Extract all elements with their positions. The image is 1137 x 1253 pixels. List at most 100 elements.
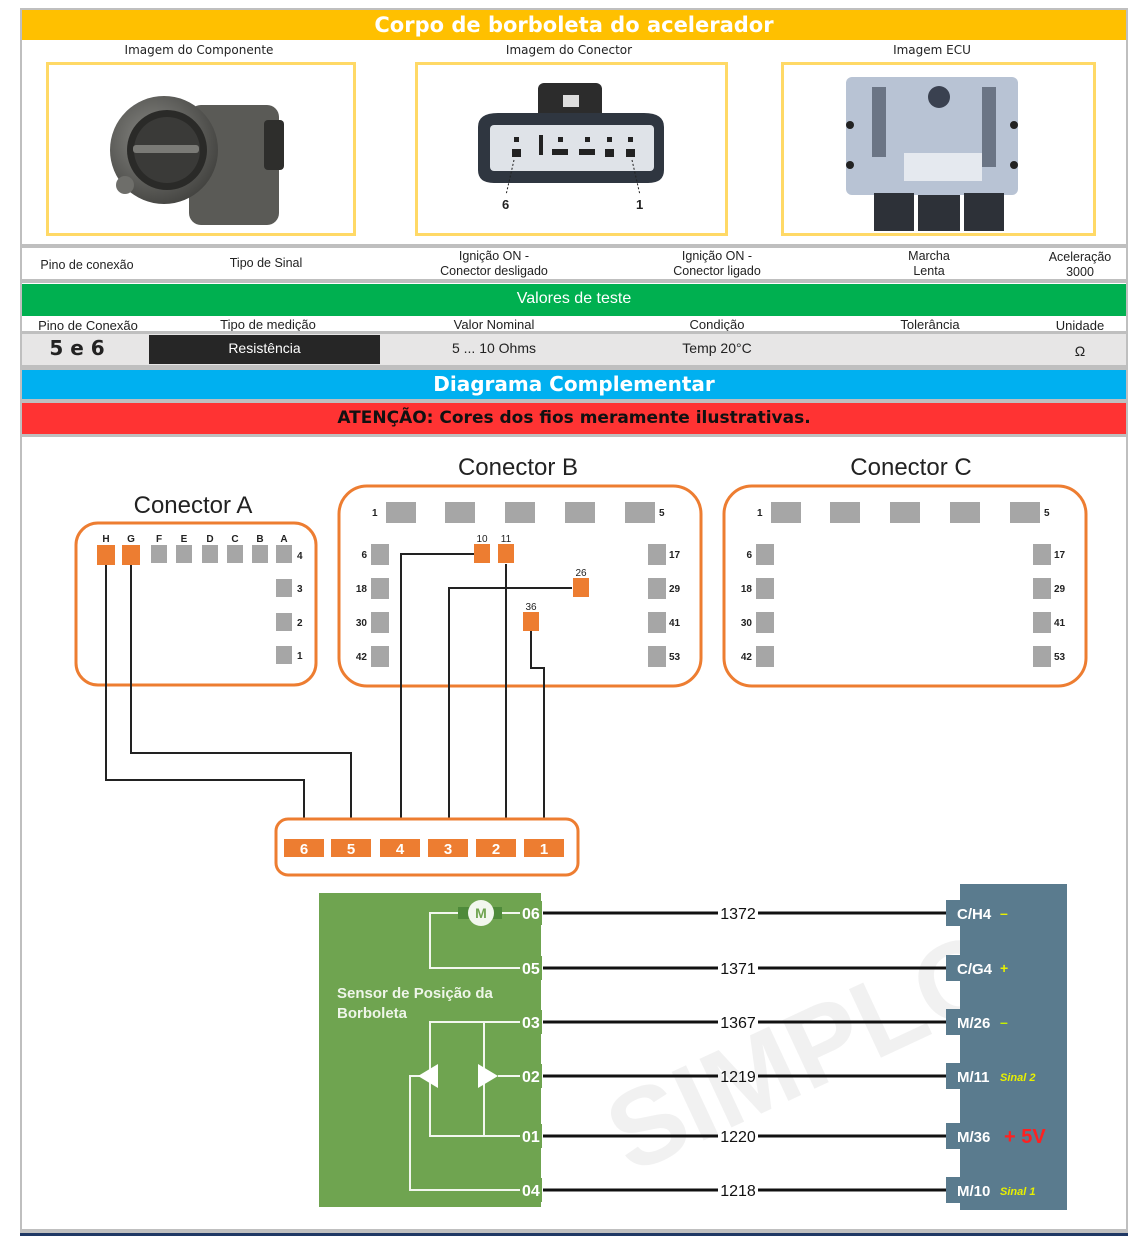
svg-text:SIMPLO: SIMPLO — [589, 907, 1023, 1197]
component-pin-label-6: 6 — [300, 841, 308, 858]
wire-G-to-5 — [130, 565, 352, 838]
connector-c-pin-17 — [1033, 544, 1051, 565]
ecu-pin-note: Sinal 2 — [1000, 1072, 1035, 1084]
ecu-pin-tab — [946, 900, 962, 926]
connector-image: 6 1 — [415, 62, 728, 236]
connector-c-label-29: 29 — [1054, 584, 1066, 595]
sensor-pin-04: 04 — [522, 1183, 540, 1200]
component-image-label: Imagem do Componente — [124, 43, 274, 57]
wire-number-1218: 1218 — [720, 1183, 756, 1200]
wire-number-1372: 1372 — [720, 906, 756, 923]
ecu-pin-note: – — [1000, 1014, 1008, 1030]
connector-c-label-17: 17 — [1054, 550, 1066, 561]
ecu-pin-note: + — [1000, 960, 1008, 976]
connector-b-top-pin-1 — [386, 502, 416, 523]
ecu-pin-tab — [946, 1123, 962, 1149]
connector-a-label-G: G — [127, 534, 135, 545]
header-text: Tipo de Sinal — [229, 256, 303, 270]
connector-c-top-pin-4 — [950, 502, 980, 523]
connector-a-pin-E — [176, 545, 192, 563]
connector-c-label-53: 53 — [1054, 652, 1066, 663]
connector-a-label-D: D — [206, 534, 213, 545]
connector-a-label-3: 3 — [297, 584, 303, 595]
component-pin-2 — [476, 839, 516, 857]
motor-symbol: M — [475, 905, 487, 921]
connector-b-top-pin-4 — [565, 502, 595, 523]
connector-b-pin-11 — [498, 544, 514, 563]
ecu-pin-M/10: M/10 — [957, 1183, 990, 1200]
connector-a-label-A: A — [280, 534, 287, 545]
signal-header-type: Tipo de Sinal — [196, 256, 336, 271]
sensor-pin-01: 01 — [522, 1129, 540, 1146]
connector-a-pin-2 — [276, 613, 292, 631]
wire-10-to-4 — [400, 553, 474, 838]
connector-a-pin-D — [202, 545, 218, 563]
connector-c-label-41: 41 — [1054, 618, 1066, 629]
header-text: Conector desligado — [440, 264, 548, 278]
sensor-pin-tab — [520, 1124, 542, 1148]
col-type: Tipo de medição — [220, 318, 316, 332]
connector-b-label-18: 18 — [356, 584, 368, 595]
connector-b-pin-30 — [371, 612, 389, 633]
ecu-pin-tab — [946, 1063, 962, 1089]
connector-b-pin-17 — [648, 544, 666, 565]
wire-H-to-6 — [105, 565, 305, 838]
ecu-pin-M/36: M/36 — [957, 1129, 990, 1146]
connector-b-pin-42 — [371, 646, 389, 667]
connector-photo-icon: 6 1 — [478, 83, 664, 212]
divider — [22, 365, 1126, 370]
signal-header-ign-off: Ignição ON -Conector desligado — [414, 249, 574, 279]
page-title: Corpo de borboleta do acelerador — [22, 10, 1126, 40]
header-text: Pino de conexão — [40, 258, 134, 272]
page-frame — [20, 8, 1128, 1233]
connector-c-label-30: 30 — [741, 618, 753, 629]
connector-b-pin-29 — [648, 578, 666, 599]
connector-b-label-36: 36 — [525, 602, 537, 613]
wire-26-to-3 — [448, 587, 572, 838]
connector-c-pin-53 — [1033, 646, 1051, 667]
header-text: Lenta — [913, 264, 945, 278]
connector-c-pin-18 — [756, 578, 774, 599]
connector-b-top-pin-2 — [445, 502, 475, 523]
col-unit: Unidade — [1055, 319, 1105, 333]
component-pin-label-1: 1 — [540, 841, 548, 858]
sensor-pin-06: 06 — [522, 906, 540, 923]
ecu-image-label: Imagem ECU — [893, 43, 971, 57]
connector-b-label-26: 26 — [575, 568, 587, 579]
connector-c-top-pin-5 — [1010, 502, 1040, 523]
ecu-photo-icon — [846, 77, 1018, 231]
component-pin-label-2: 2 — [492, 841, 500, 858]
test-values-title: Valores de teste — [22, 284, 1126, 316]
connector-b-label-1: 1 — [372, 508, 378, 519]
component-pin-6 — [284, 839, 324, 857]
warning-banner: ATENÇÃO: Cores dos fios meramente ilustr… — [22, 403, 1126, 434]
connector-b-pin-41 — [648, 612, 666, 633]
connector-b-pin-10 — [474, 544, 490, 563]
connector-image-label: Imagem do Conector — [505, 43, 633, 57]
connector-a-label-4: 4 — [297, 551, 303, 562]
connector-b-label-5: 5 — [659, 508, 665, 519]
col-condition: Condição — [689, 318, 745, 332]
ecu-pin-M/11: M/11 — [957, 1069, 990, 1086]
divider — [22, 399, 1126, 403]
wire-36-to-1 — [530, 631, 545, 838]
connector-c-top-pin-1 — [771, 502, 801, 523]
connector-c-label-18: 18 — [741, 584, 753, 595]
header-text: Ignição ON - — [681, 249, 753, 263]
footer-divider — [20, 1229, 1128, 1233]
header-text: Conector ligado — [673, 264, 761, 278]
header-text: Aceleração — [1048, 250, 1112, 264]
sensor-pin-05: 05 — [522, 961, 540, 978]
triangle-right-icon — [478, 1064, 498, 1088]
connector-c-pin-42 — [756, 646, 774, 667]
divider — [22, 434, 1126, 437]
connector-a-pin-H — [97, 545, 115, 565]
connector-b-pin-53 — [648, 646, 666, 667]
signal-header-ign-on: Ignição ON -Conector ligado — [637, 249, 797, 279]
ecu-pin-note: Sinal 1 — [1000, 1186, 1035, 1198]
